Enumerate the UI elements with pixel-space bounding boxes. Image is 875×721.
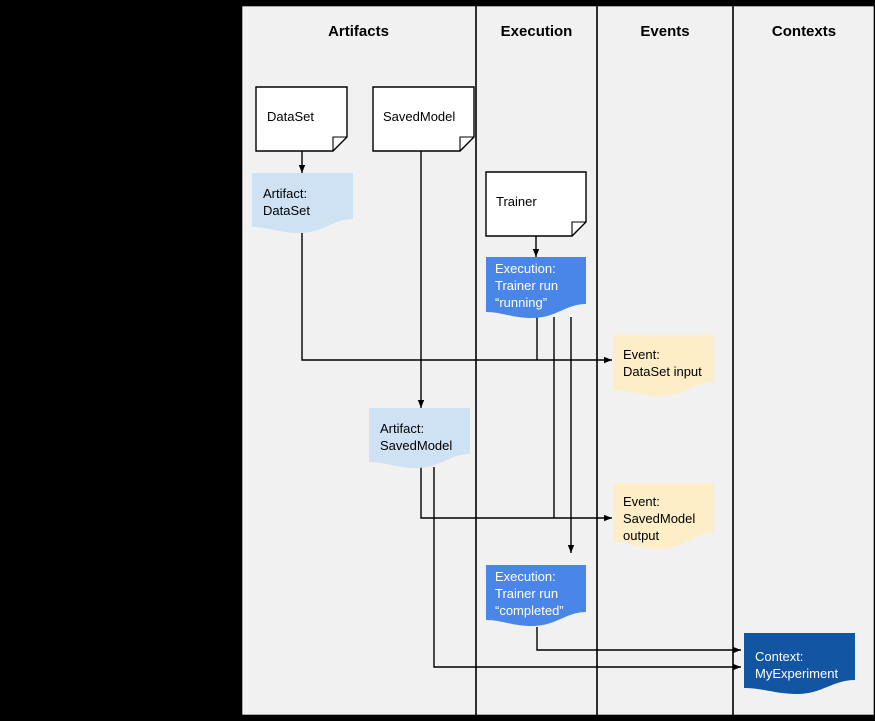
edge-artifact-savedmodel-to-context bbox=[433, 467, 741, 671]
node-execution-completed[interactable] bbox=[486, 565, 586, 626]
edge-execution-completed-to-context bbox=[536, 627, 741, 654]
node-document-savedmodel[interactable] bbox=[372, 86, 475, 152]
node-document-dataset[interactable] bbox=[255, 86, 348, 152]
node-event-dataset-input[interactable] bbox=[613, 335, 714, 396]
edge-artifact-savedmodel-to-event-savedmodel-output bbox=[420, 467, 612, 522]
node-context-myexperiment[interactable] bbox=[744, 633, 855, 694]
lane-header-execution: Execution bbox=[500, 23, 573, 40]
lane-header-contexts: Contexts bbox=[771, 23, 837, 40]
node-artifact-savedmodel[interactable] bbox=[369, 408, 470, 468]
edge-artifact-dataset-to-event-dataset-input bbox=[301, 233, 612, 364]
lane-header-events: Events bbox=[640, 23, 690, 40]
node-execution-running[interactable] bbox=[486, 257, 586, 318]
diagram-svg bbox=[241, 5, 875, 716]
node-event-savedmodel-output[interactable] bbox=[613, 483, 714, 549]
diagram-canvas: Artifacts Execution Events Contexts Data… bbox=[241, 5, 875, 716]
node-document-trainer[interactable] bbox=[485, 171, 587, 237]
lane-header-artifacts: Artifacts bbox=[328, 23, 389, 40]
node-artifact-dataset[interactable] bbox=[252, 173, 353, 233]
